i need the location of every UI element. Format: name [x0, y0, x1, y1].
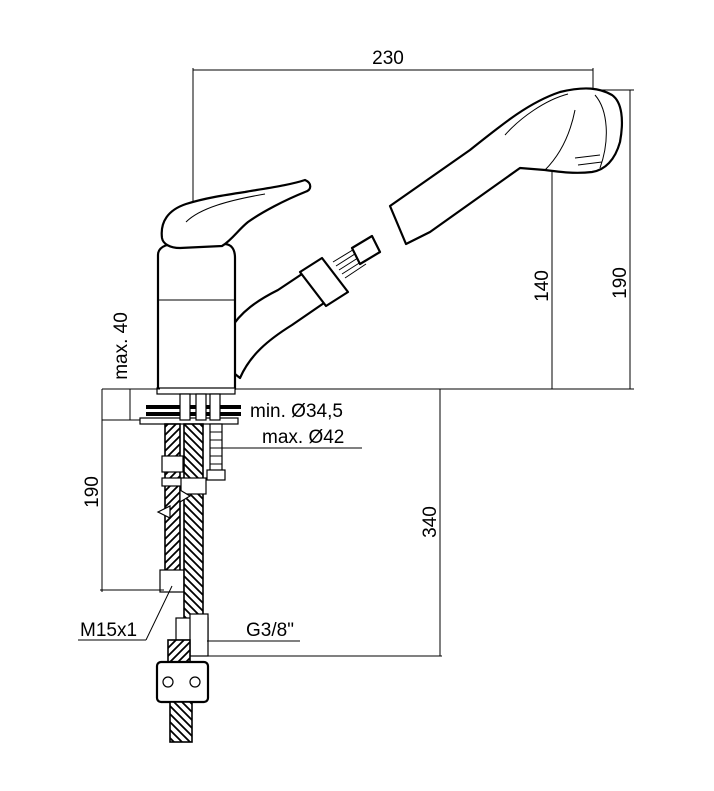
dimension-hose-length: 190	[82, 389, 164, 592]
dimension-total-hose: 340	[205, 389, 442, 657]
flexible-hoses	[155, 423, 210, 743]
faucet-body	[156, 87, 623, 395]
dimension-overall-width: 230	[192, 48, 594, 205]
hole-diameter-labels: min. Ø34,5 max. Ø42	[220, 401, 362, 449]
dimension-label-140: 140	[532, 270, 553, 302]
thread-g38-label: G3/8"	[246, 620, 294, 641]
dimension-label-max-40: max. 40	[111, 312, 132, 380]
dimension-label-190-top: 190	[610, 267, 631, 299]
thread-m15-label: M15x1	[80, 620, 137, 641]
dimension-spout-height: 140	[532, 167, 560, 389]
hole-min-label: min. Ø34,5	[250, 401, 343, 422]
hole-max-label: max. Ø42	[262, 427, 344, 448]
dimension-label-340: 340	[420, 506, 441, 538]
dimension-label-190-hose: 190	[82, 476, 103, 508]
dimension-overall-height: 190	[598, 89, 634, 389]
mounting-hardware	[139, 393, 241, 481]
dimension-label-230: 230	[372, 48, 404, 69]
dimension-deck-thickness: max. 40	[102, 312, 160, 421]
thread-labels: M15x1 G3/8"	[78, 585, 300, 642]
